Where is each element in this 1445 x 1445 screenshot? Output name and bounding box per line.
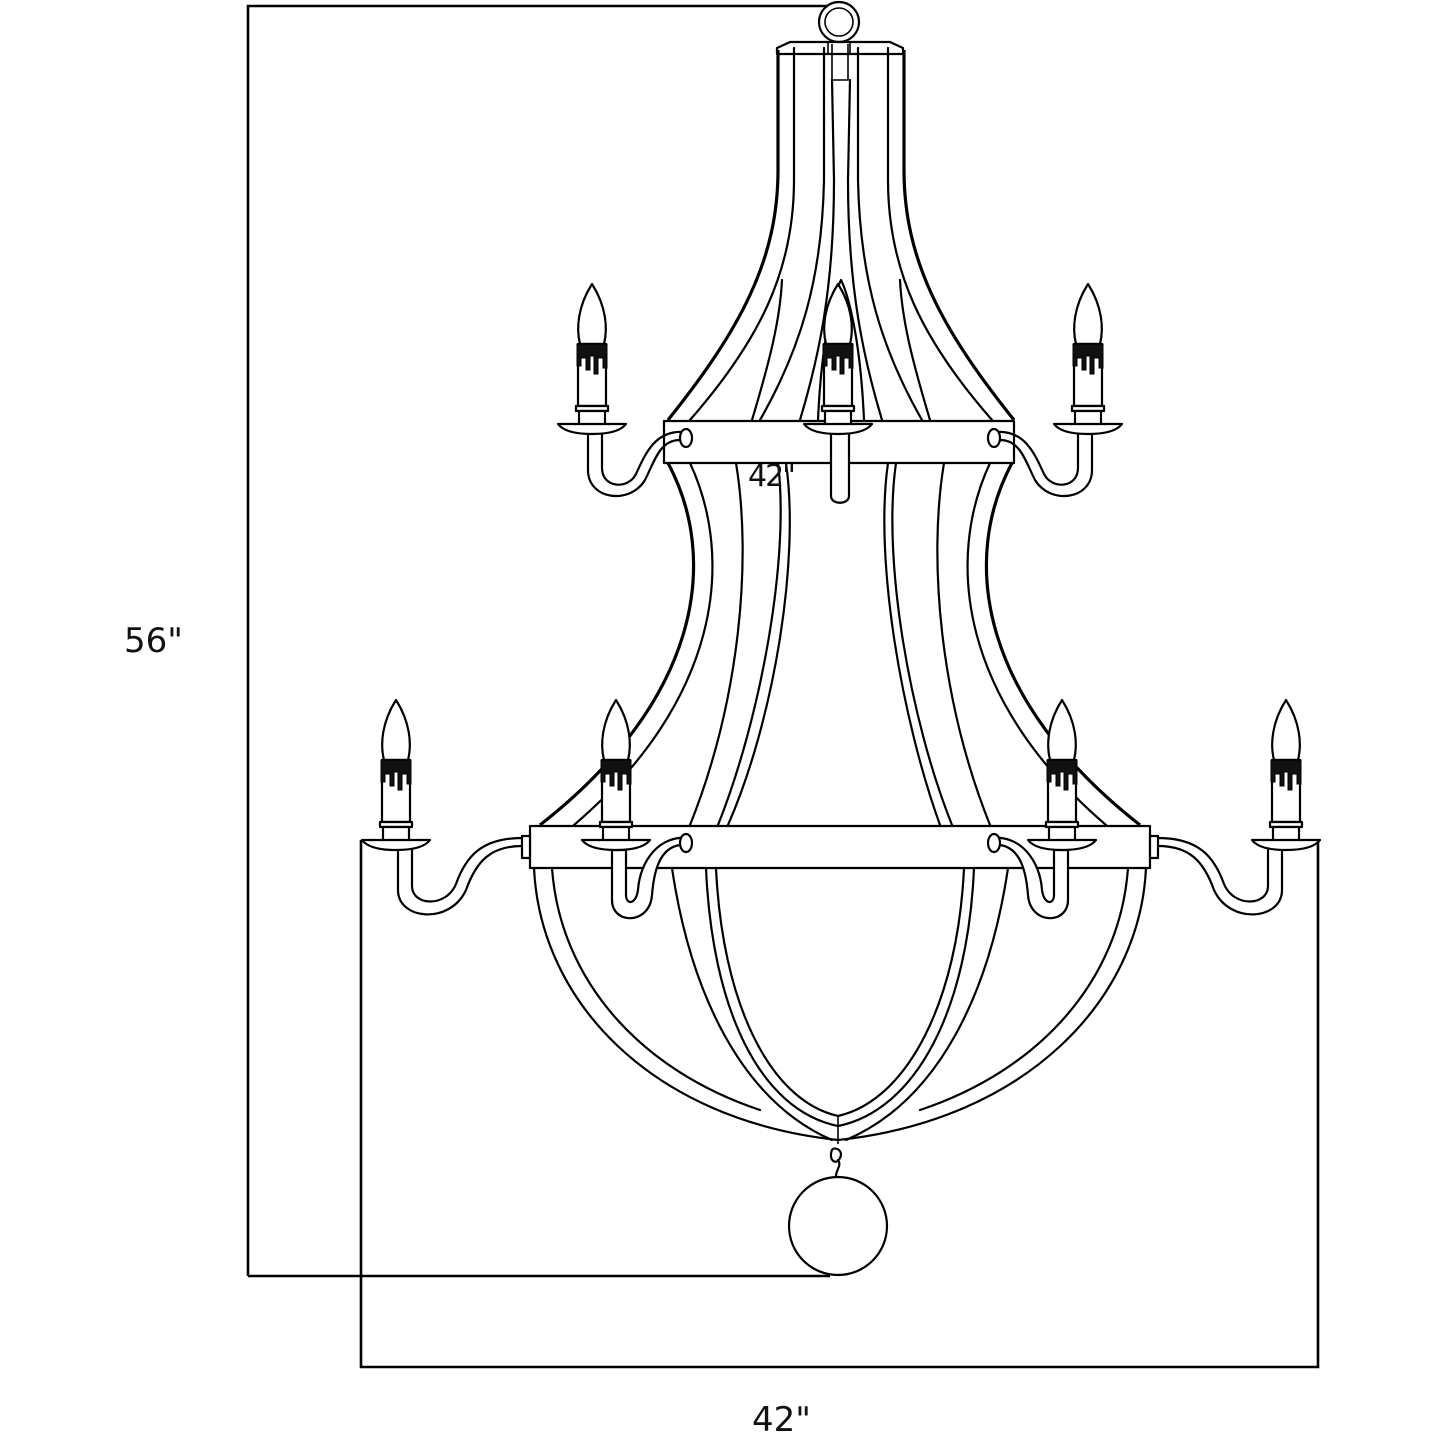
candle-icon [802, 282, 874, 436]
upper-arm-left [586, 427, 694, 498]
upper-center-drop [829, 430, 851, 504]
middle-body [539, 461, 1141, 827]
candle-icon [360, 698, 432, 852]
ball-finial-icon [787, 1147, 889, 1277]
overlapping-dimension-label: 42" [748, 459, 796, 494]
candle-icon [556, 282, 628, 436]
width-dimension-label: 42" [752, 1400, 811, 1440]
lower-arm-outer-left [396, 836, 524, 916]
lower-bowl [532, 866, 1148, 1144]
height-dimension-line [246, 4, 830, 1278]
lower-arm-inner-right [986, 832, 1070, 920]
lower-arm-inner-left [610, 832, 694, 920]
hanging-ring-icon [817, 0, 861, 44]
lower-arm-outer-right [1156, 836, 1284, 916]
candle-icon [1052, 282, 1124, 436]
width-dimension-line [359, 840, 1320, 1369]
upper-arm-right [986, 427, 1094, 498]
upper-crown [666, 40, 1016, 422]
candle-icon [1250, 698, 1322, 852]
height-dimension-label: 56" [124, 621, 183, 661]
